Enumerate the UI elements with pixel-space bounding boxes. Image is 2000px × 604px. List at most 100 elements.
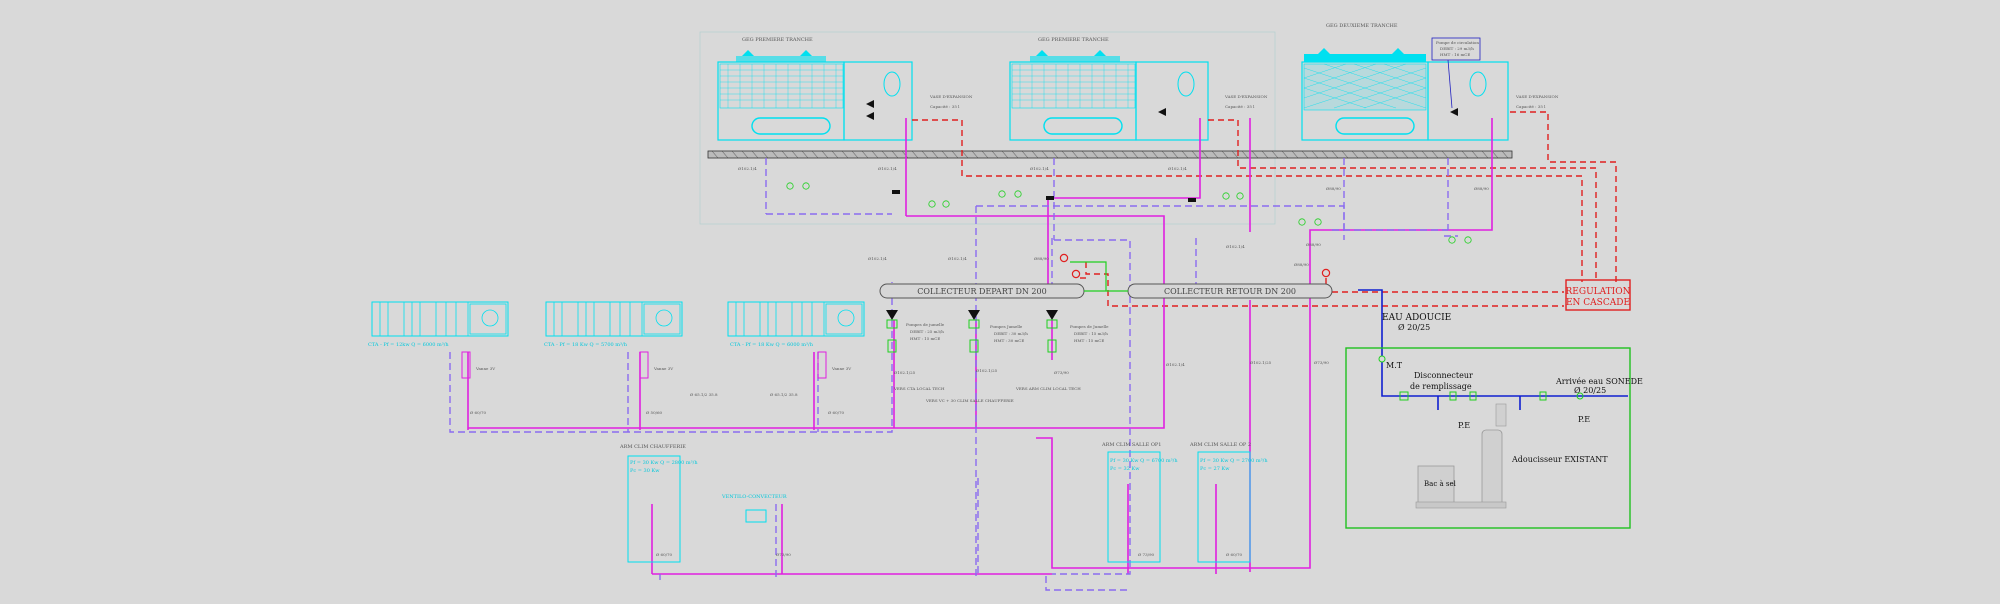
- svg-text:Ø 60/70: Ø 60/70: [470, 410, 487, 415]
- svg-text:CTA - Pf = 18 Kw Q = 5700 m³/h: CTA - Pf = 18 Kw Q = 5700 m³/h: [544, 342, 628, 348]
- chiller-2-expansion-vessel: [1177, 71, 1195, 97]
- regulation-box: REGULATION EN CASCADE: [1565, 279, 1631, 311]
- chiller-premiere-1: GEG PREMIERE TRANCHE VASE D'EXPANSION Ca…: [717, 37, 973, 141]
- svg-text:DEBIT : 29 m3/h: DEBIT : 29 m3/h: [1440, 46, 1474, 51]
- arrivee-label: Arrivée eau SONEDE: [1555, 377, 1643, 386]
- disconnecteur-label-2: de remplissage: [1410, 382, 1472, 391]
- pe-left-label: P.E: [1458, 421, 1470, 430]
- svg-text:Pc = 30 Kw: Pc = 30 Kw: [630, 468, 660, 474]
- svg-text:DEBIT : 15 m3/h: DEBIT : 15 m3/h: [1074, 331, 1108, 336]
- collector-depart-label: COLLECTEUR DEPART DN 200: [917, 287, 1046, 296]
- regulation-lines: [912, 111, 1617, 307]
- svg-text:Ø88/90: Ø88/90: [1474, 186, 1489, 191]
- svg-text:Ø102.1/4: Ø102.1/4: [1030, 166, 1049, 171]
- svg-text:Ø 60/70: Ø 60/70: [828, 410, 845, 415]
- svg-text:Ø 50/60: Ø 50/60: [646, 410, 663, 415]
- svg-text:Pompe de circulation: Pompe de circulation: [1436, 40, 1479, 45]
- svg-text:HMT : 30 mCE: HMT : 30 mCE: [994, 338, 1024, 343]
- softener-vessel: [1481, 429, 1503, 507]
- collector-depart: COLLECTEUR DEPART DN 200: [879, 283, 1085, 299]
- chiller-deuxieme: GEG DEUXIEME TRANCHE VASE D'EXPANSION Ca…: [1301, 23, 1559, 141]
- svg-text:Ø102.1/4: Ø102.1/4: [738, 166, 757, 171]
- svg-text:ARM CLIM CHAUFFERIE: ARM CLIM CHAUFFERIE: [619, 444, 686, 450]
- svg-text:Pompes Jumelle: Pompes Jumelle: [990, 324, 1023, 329]
- svg-text:Ø102.1/4: Ø102.1/4: [878, 166, 897, 171]
- chiller-3-expansion-vessel: [1469, 71, 1487, 97]
- svg-text:Ø88/90: Ø88/90: [1306, 242, 1321, 247]
- red-sensors: [1059, 253, 1331, 279]
- svg-text:Ø 65.1/2 35.8: Ø 65.1/2 35.8: [690, 392, 718, 397]
- svg-text:Ø73/90: Ø73/90: [776, 552, 791, 557]
- svg-text:Ø88/90: Ø88/90: [1034, 256, 1049, 261]
- svg-text:HMT : 16 mCE: HMT : 16 mCE: [1440, 52, 1470, 57]
- cta-1: CTA - Pf = 12kw Q = 6000 m³/h Vanne 3V Ø…: [368, 301, 509, 415]
- chiller-1-evaporator: [751, 117, 831, 135]
- pump-group-1: Pompes de jumelle DEBIT : 25 m3/h HMT : …: [886, 310, 945, 391]
- svg-text:VASE D'EXPANSION: VASE D'EXPANSION: [929, 94, 973, 99]
- svg-text:Ø102.1/25: Ø102.1/25: [1250, 360, 1272, 365]
- plant-room-outline: [699, 31, 1276, 225]
- pump-group-2: Pompes Jumelle DEBIT : 30 m3/h HMT : 30 …: [925, 310, 1028, 403]
- mt-label: M.T: [1386, 361, 1403, 370]
- isolation-valves: [892, 190, 1196, 202]
- salt-tank: [1417, 465, 1455, 507]
- svg-text:Ø88/90: Ø88/90: [1294, 262, 1309, 267]
- svg-text:Ø 60/70: Ø 60/70: [656, 552, 673, 557]
- adoucisseur-label: Adoucisseur EXISTANT: [1511, 455, 1608, 464]
- pipe-labels: Ø102.1/4 Ø102.1/4 Ø102.1/4 Ø102.1/4 Ø88/…: [690, 166, 1489, 397]
- pe-right-label: P.E: [1578, 415, 1590, 424]
- svg-text:Capacité : 35 l: Capacité : 35 l: [1516, 104, 1546, 109]
- chiller-1-coil: [719, 63, 844, 109]
- svg-text:Ø102.1/4: Ø102.1/4: [1166, 362, 1185, 367]
- svg-text:VERS ARM CLIM LOCAL TECH: VERS ARM CLIM LOCAL TECH: [1015, 386, 1081, 391]
- svg-text:CTA - Pf = 12kw Q = 6000 m³/h: CTA - Pf = 12kw Q = 6000 m³/h: [368, 342, 449, 348]
- svg-text:Pf = 30 Kw Q = 2800 m³/h: Pf = 30 Kw Q = 2800 m³/h: [630, 460, 698, 466]
- chiller-2-coil: [1011, 63, 1136, 109]
- svg-text:Ø102.1/4: Ø102.1/4: [948, 256, 967, 261]
- unit-salle-op2: ARM CLIM SALLE OP 2 Pf = 30 Kw Q = 2700 …: [1189, 442, 1268, 563]
- bac-label: Bac à sel: [1424, 479, 1457, 488]
- chiller-1-title: GEG PREMIERE TRANCHE: [742, 37, 813, 43]
- svg-text:Pc = 32 Kw: Pc = 32 Kw: [1110, 466, 1140, 472]
- svg-text:Ø73/90: Ø73/90: [1314, 360, 1329, 365]
- disconnecteur-label-1: Disconnecteur: [1414, 371, 1473, 380]
- chiller-premiere-2: GEG PREMIERE TRANCHE VASE D'EXPANSION Ca…: [1009, 37, 1268, 141]
- chiller-1-expansion-vessel: [883, 71, 901, 97]
- svg-text:Ø 60/70: Ø 60/70: [1226, 552, 1243, 557]
- regulation-label-1: REGULATION: [1566, 287, 1631, 297]
- collector-retour-label: COLLECTEUR RETOUR DN 200: [1164, 287, 1296, 296]
- svg-text:Ø102.1/25: Ø102.1/25: [976, 368, 998, 373]
- svg-text:Capacité : 35 l: Capacité : 35 l: [1225, 104, 1255, 109]
- svg-text:VERS CTA LOCAL TECH: VERS CTA LOCAL TECH: [893, 386, 945, 391]
- svg-text:Ø102.1/25: Ø102.1/25: [894, 370, 916, 375]
- return-pipes: [449, 158, 1458, 591]
- svg-text:ARM CLIM SALLE OP1: ARM CLIM SALLE OP1: [1101, 442, 1161, 448]
- svg-text:DEBIT : 30 m3/h: DEBIT : 30 m3/h: [994, 331, 1028, 336]
- svg-text:VASE D'EXPANSION: VASE D'EXPANSION: [1515, 94, 1559, 99]
- unit-salle-op1: ARM CLIM SALLE OP1 Pf = 30 Kw Q = 6700 m…: [1101, 442, 1178, 563]
- svg-text:HMT : 15 mCE: HMT : 15 mCE: [1074, 338, 1104, 343]
- svg-text:ARM CLIM SALLE OP 2: ARM CLIM SALLE OP 2: [1189, 442, 1251, 448]
- collector-retour: COLLECTEUR RETOUR DN 200: [1127, 283, 1333, 299]
- svg-text:Pc = 27 Kw: Pc = 27 Kw: [1200, 466, 1230, 472]
- chiller-3-evaporator: [1335, 117, 1415, 135]
- softener-area: [1345, 347, 1631, 529]
- svg-text:Ø102.1/4: Ø102.1/4: [1168, 166, 1187, 171]
- svg-text:Pf = 30 Kw Q = 6700 m³/h: Pf = 30 Kw Q = 6700 m³/h: [1110, 458, 1178, 464]
- gauges: [786, 182, 1472, 244]
- collector-bypass: [1070, 261, 1128, 292]
- svg-text:Ø102.1/4: Ø102.1/4: [868, 256, 887, 261]
- water-valves: [1378, 355, 1584, 401]
- svg-text:Capacité : 35 l: Capacité : 35 l: [930, 104, 960, 109]
- svg-text:Vanne 3V: Vanne 3V: [475, 366, 495, 371]
- arrivee-diam: Ø 20/25: [1574, 386, 1606, 395]
- svg-text:VASE D'EXPANSION: VASE D'EXPANSION: [1224, 94, 1268, 99]
- ventilo-convecteur: VENTILO-CONVECTEUR Ø73/90: [721, 494, 791, 557]
- svg-text:CTA - Pf = 18 Kw Q = 6000 m³/h: CTA - Pf = 18 Kw Q = 6000 m³/h: [730, 342, 814, 348]
- pump-note-box: [1431, 37, 1481, 61]
- roof-slab: [707, 150, 1513, 159]
- svg-text:DEBIT : 25 m3/h: DEBIT : 25 m3/h: [910, 329, 944, 334]
- eau-adoucie-diam: Ø 20/25: [1398, 323, 1430, 332]
- svg-text:Ø102.1/4: Ø102.1/4: [1226, 244, 1245, 249]
